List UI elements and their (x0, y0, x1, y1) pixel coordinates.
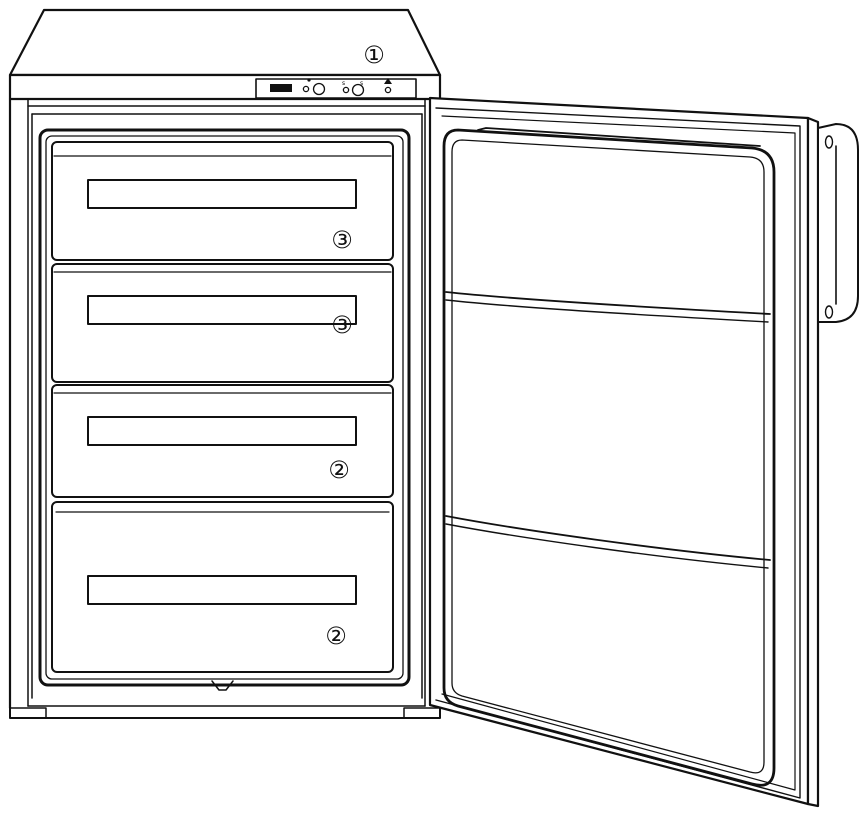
control-panel: s s (255, 78, 417, 99)
door-shelf-upper (445, 291, 771, 323)
drawer-2[interactable]: ③ (51, 263, 394, 383)
door[interactable] (428, 96, 820, 808)
drawer-1-handle[interactable] (87, 179, 357, 209)
drawer-3[interactable]: ② (51, 384, 394, 498)
callout-drawer-4: ② (325, 622, 347, 650)
drawer-2-handle[interactable] (87, 295, 357, 325)
door-shelf-lower (445, 515, 771, 569)
drawer-4-handle[interactable] (87, 575, 357, 605)
callout-drawer-3: ② (328, 456, 350, 484)
drawer-4[interactable]: ② (51, 501, 394, 673)
svg-text:s: s (342, 80, 345, 87)
thermostat-knob[interactable] (302, 78, 326, 96)
door-handle[interactable] (817, 123, 859, 323)
callout-drawer-2: ③ (331, 311, 353, 339)
drawer-3-handle[interactable] (87, 416, 357, 446)
callout-drawer-1: ③ (331, 226, 353, 254)
temperature-display (270, 84, 292, 92)
svg-text:s: s (360, 80, 363, 87)
fast-freeze-switch[interactable]: s s (342, 80, 365, 97)
drawer-1[interactable]: ③ (51, 141, 394, 261)
alarm-indicator-icon (384, 78, 392, 94)
callout-control-panel: ① (363, 41, 385, 69)
